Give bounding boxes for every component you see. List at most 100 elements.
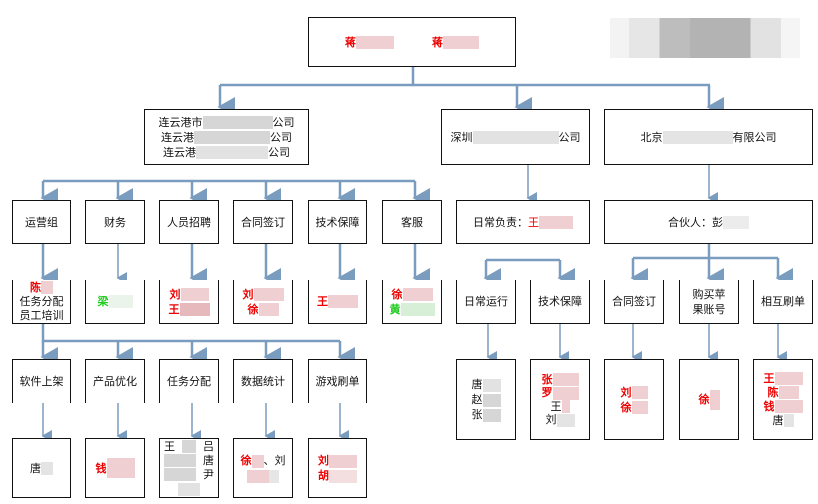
dept-box: 相互刷单: [753, 280, 813, 324]
subgroup-box: 数据统计: [233, 359, 293, 403]
people-box: 刘 徐: [604, 359, 664, 440]
dept-label: 技术保障: [315, 215, 360, 229]
subgroup-label: 任务分配: [167, 375, 211, 388]
person-name: 唐: [30, 461, 41, 475]
duty: 员工培训: [19, 308, 64, 322]
people-box: 王吕 唐 尹: [159, 438, 219, 498]
person-name: 徐: [620, 400, 632, 414]
dept-box: 合同签订: [604, 280, 664, 324]
company-suffix: 公司: [558, 130, 581, 144]
dept-label: 运营组: [25, 215, 58, 229]
people-box: 刘 王: [159, 280, 219, 324]
person-name: 刘: [242, 287, 254, 301]
dept-label: 日常运行: [464, 295, 508, 308]
person-name: 吕: [203, 440, 214, 453]
person-name: 、刘: [263, 454, 286, 467]
subgroup-box: 产品优化: [85, 359, 145, 403]
person-name: 徐: [240, 454, 252, 467]
people-box: 徐、刘: [233, 438, 293, 498]
person-name: 刘: [545, 413, 557, 426]
dept-box: 购买苹果账号: [679, 280, 739, 324]
dept-box: 日常运行: [456, 280, 516, 324]
company-lianyungang: 连云港市公司 连云港公司 连云港公司: [144, 109, 309, 165]
beijing-partner-box: 合伙人：彭: [604, 200, 813, 244]
person-name: 张: [471, 408, 483, 421]
people-box: 王: [308, 280, 367, 324]
person-name: 王: [168, 302, 180, 316]
dept-label: 客服: [401, 215, 423, 229]
subgroup-label: 数据统计: [241, 375, 285, 388]
subgroup-box: 游戏刷单: [308, 359, 367, 403]
dept-label: 技术保障: [538, 295, 582, 308]
person-name: 刘: [318, 454, 329, 467]
dept-box: 合同签订: [233, 200, 293, 244]
person-name: 陈: [30, 280, 41, 294]
people-box: 刘 胡: [308, 438, 367, 498]
subgroup-box: 任务分配: [159, 359, 219, 403]
dept-box: 运营组: [12, 200, 71, 244]
person-name: 胡: [318, 469, 329, 482]
lead-label: 日常负责：: [473, 215, 528, 229]
person-name: 唐: [772, 413, 784, 427]
subgroup-box: 软件上架: [12, 359, 71, 403]
company-line: 连云港市: [158, 115, 203, 129]
partner-label: 合伙人：: [668, 215, 712, 229]
subgroup-label: 软件上架: [19, 375, 64, 388]
people-box: 徐: [679, 359, 739, 440]
dept-box: 客服: [382, 200, 442, 244]
people-box: 陈 任务分配 员工培训: [12, 280, 71, 324]
people-box: 梁: [85, 280, 145, 324]
dept-label: 合同签订: [612, 295, 656, 308]
dept-label: 相互刷单: [761, 295, 805, 308]
company-line: 连云港: [161, 130, 194, 144]
root-left-name: 蒋: [345, 35, 356, 49]
person-name: 彭: [712, 215, 723, 229]
dept-label: 合同签订: [241, 215, 285, 229]
dept-box: 财务: [85, 200, 145, 244]
root-right-name: 蒋: [432, 35, 443, 49]
person-name: 赵: [471, 393, 483, 406]
company-line: 公司: [268, 145, 290, 159]
company-beijing: 北京有限公司: [604, 109, 813, 165]
people-box: 张 罗 王 刘: [530, 359, 590, 440]
people-box: 唐 赵 张: [456, 359, 516, 440]
people-box: 钱: [85, 438, 145, 498]
person-name: 唐: [203, 454, 214, 467]
dept-label: 财务: [104, 215, 126, 229]
person-name: 徐: [391, 287, 403, 301]
company-prefix: 北京: [640, 130, 663, 144]
dept-box: 人员招聘: [159, 200, 219, 244]
person-name: 王: [528, 215, 539, 229]
person-name: 钱: [763, 399, 775, 413]
people-box: 徐 黄: [382, 280, 442, 324]
person-name: 钱: [95, 461, 107, 475]
subgroup-label: 游戏刷单: [315, 375, 360, 388]
people-box: 唐: [12, 438, 71, 498]
dept-box: 技术保障: [530, 280, 590, 324]
person-name: 徐: [247, 302, 259, 316]
people-box: 刘 徐: [233, 280, 293, 324]
people-box: 王 陈 钱 唐: [753, 359, 813, 440]
person-name: 罗: [541, 386, 553, 399]
dept-box: 技术保障: [308, 200, 367, 244]
person-name: 王: [164, 440, 175, 453]
person-name: 王: [550, 399, 562, 413]
person-name: 陈: [767, 385, 779, 399]
person-name: 刘: [169, 287, 181, 301]
person-name: 王: [317, 295, 328, 308]
company-line: 连云港: [163, 145, 196, 159]
shenzhen-lead-box: 日常负责：王: [456, 200, 590, 244]
person-name: 梁: [97, 295, 109, 308]
subgroup-label: 产品优化: [93, 375, 137, 388]
root-box: 蒋 蒋: [308, 17, 516, 67]
dept-label: 购买苹果账号: [692, 287, 726, 316]
company-shenzhen: 深圳 公司: [441, 109, 590, 165]
redacted-block: [610, 18, 800, 58]
person-name: 王: [763, 371, 775, 385]
person-name: 唐: [471, 378, 483, 391]
person-name: 张: [541, 372, 553, 386]
company-prefix: 深圳: [450, 130, 473, 144]
person-name: 黄: [389, 302, 401, 316]
